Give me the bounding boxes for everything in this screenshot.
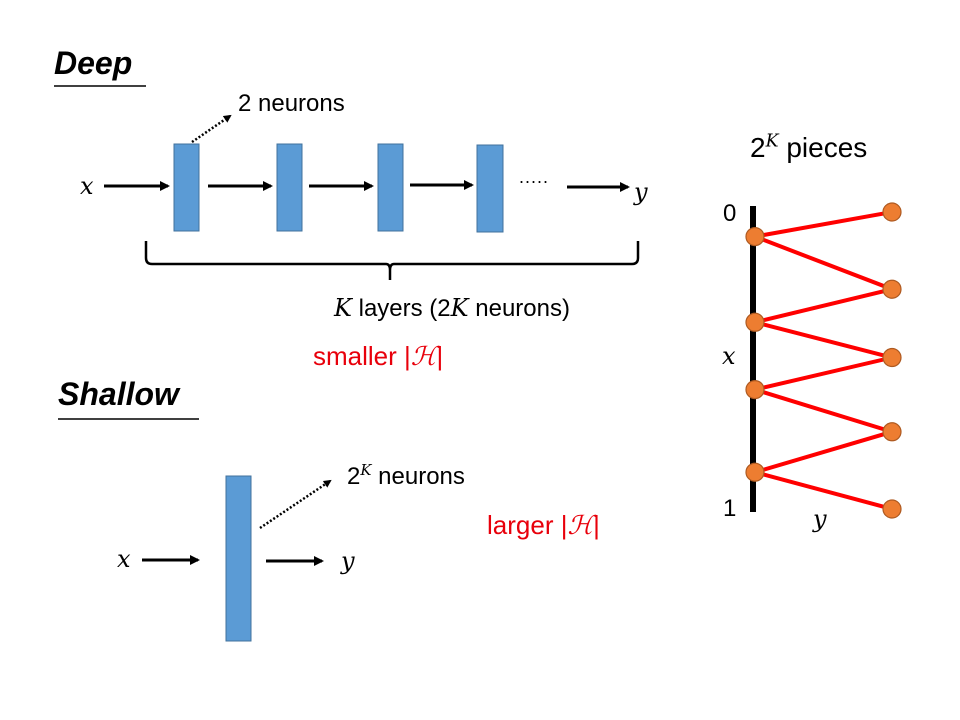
shallow-hypothesis-symbol: ℋ bbox=[567, 511, 594, 541]
layers-k-symbol-2: K bbox=[450, 294, 469, 322]
deep-layers bbox=[173, 143, 504, 233]
pieces-title: 2K pieces bbox=[750, 131, 868, 163]
deep-ellipsis: ..... bbox=[519, 167, 550, 187]
axis-node bbox=[745, 312, 765, 332]
zigzag-segment bbox=[754, 234, 893, 292]
pieces-axis-bottom-label: 1 bbox=[723, 495, 737, 522]
pieces-y-label: y bbox=[813, 505, 827, 533]
deep-layer-4 bbox=[476, 144, 504, 233]
zigzag-segment bbox=[754, 470, 893, 511]
pieces-diagram bbox=[745, 202, 902, 519]
layers-text-end: neurons) bbox=[468, 295, 570, 322]
deep-layers-label: K layers (2K neurons) bbox=[334, 296, 570, 321]
pieces-title-base: 2 bbox=[750, 132, 766, 163]
shallow-hypothesis-suffix: | bbox=[593, 510, 600, 540]
deep-layer-2 bbox=[276, 143, 303, 232]
axis-node bbox=[745, 227, 765, 247]
zigzag-segment bbox=[754, 210, 893, 239]
output-node bbox=[882, 347, 902, 368]
deep-arrows bbox=[104, 180, 630, 192]
deep-layer-3 bbox=[377, 143, 404, 232]
shallow-hypothesis-label: larger |ℋ| bbox=[487, 512, 600, 539]
output-node bbox=[882, 202, 902, 222]
axis-node bbox=[745, 462, 765, 482]
shallow-output-label: y bbox=[341, 547, 355, 575]
deep-layer-1 bbox=[173, 143, 200, 232]
shallow-neuron-annotation: 2K neurons bbox=[347, 463, 465, 490]
zigzag-segment bbox=[754, 287, 893, 325]
pieces-title-rest: pieces bbox=[778, 132, 868, 163]
output-node bbox=[882, 422, 902, 442]
shallow-neuron-base: 2 bbox=[347, 463, 361, 490]
shallow-layer bbox=[225, 475, 252, 642]
zigzag-segment bbox=[754, 387, 893, 434]
shallow-neuron-exp: K bbox=[360, 461, 372, 480]
pieces-title-exp: K bbox=[765, 131, 779, 152]
axis-node bbox=[745, 380, 765, 400]
output-node bbox=[882, 499, 902, 519]
deep-output-label: y bbox=[634, 178, 648, 206]
deep-input-label: x bbox=[80, 172, 94, 200]
pieces-axis-top-label: 0 bbox=[723, 200, 737, 227]
layers-brace bbox=[144, 241, 640, 280]
shallow-input-label: x bbox=[117, 545, 131, 573]
deep-title: Deep bbox=[54, 45, 133, 81]
shallow-neuron-pointer bbox=[259, 479, 332, 530]
zigzag-segment bbox=[754, 320, 893, 360]
deep-hypothesis-prefix: smaller | bbox=[313, 341, 411, 371]
deep-hypothesis-suffix: | bbox=[436, 341, 444, 371]
deep-neuron-pointer bbox=[191, 114, 232, 144]
output-node bbox=[882, 279, 902, 299]
deep-hypothesis-label: smaller |ℋ| bbox=[313, 343, 443, 370]
zigzag-segment bbox=[754, 355, 893, 392]
deep-hypothesis-symbol: ℋ bbox=[410, 342, 437, 372]
deep-neuron-annotation: 2 neurons bbox=[238, 90, 345, 117]
shallow-neuron-rest: neurons bbox=[371, 463, 465, 490]
shallow-hypothesis-prefix: larger | bbox=[487, 510, 568, 540]
zigzag-segment bbox=[754, 429, 893, 475]
pieces-x-label: x bbox=[722, 342, 736, 370]
shallow-title: Shallow bbox=[58, 376, 179, 412]
layers-text: layers (2 bbox=[351, 295, 451, 322]
layers-k-symbol: K bbox=[334, 294, 352, 322]
